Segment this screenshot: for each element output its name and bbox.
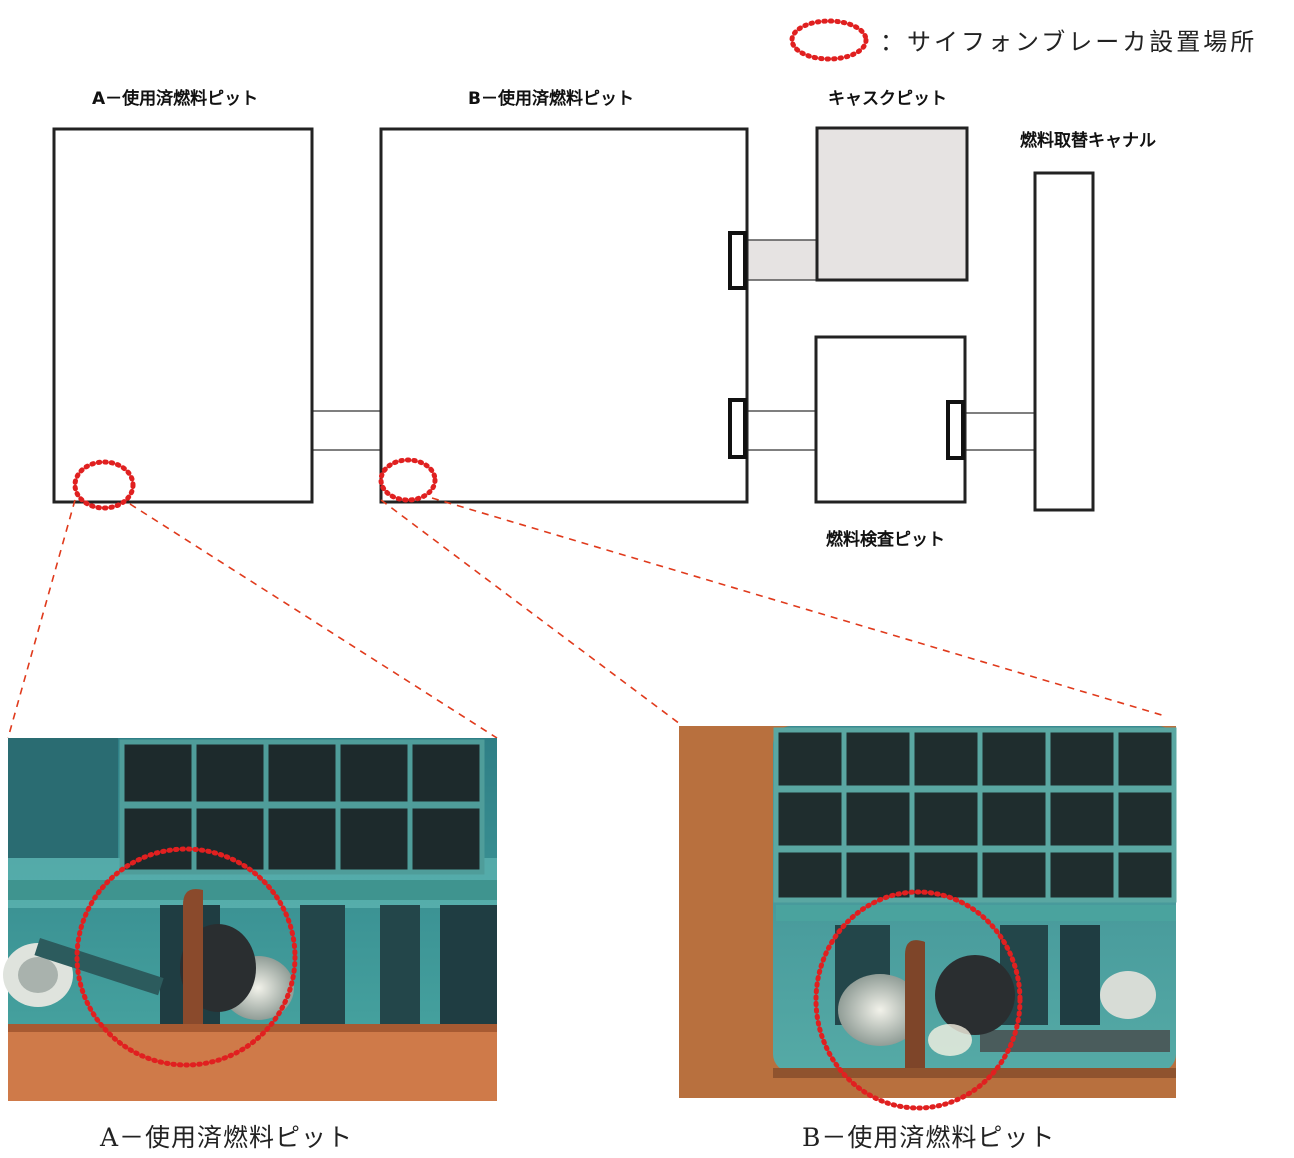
siphon-marker-pit-a: [72, 459, 136, 511]
pit-b-label: B－使用済燃料ピット: [468, 88, 634, 109]
canal-label: 燃料取替キャナル: [1020, 130, 1156, 151]
channel-a-b: [311, 410, 382, 451]
siphon-circle-photo-b: [813, 889, 1023, 1111]
gate-b-cask: [728, 231, 747, 290]
channel-inspection-canal: [962, 412, 1036, 451]
leader-a-left: [7, 499, 76, 739]
photo-pit-b: [679, 726, 1177, 1111]
siphon-marker-pit-b: [378, 457, 438, 503]
inspection-pit-label: 燃料検査ピット: [826, 529, 945, 550]
inspection-pit: [814, 335, 967, 504]
cask-pit: [815, 126, 969, 282]
siphon-circle-photo-a: [74, 846, 298, 1068]
cask-pit-label: キャスクピット: [828, 89, 947, 109]
fuel-transfer-canal: [1033, 171, 1095, 512]
legend: ：サイフォンブレーカ設置場所: [789, 18, 1257, 62]
leader-b-left: [380, 499, 681, 725]
photo-b-caption: B－使用済燃料ピット: [802, 1123, 1055, 1152]
pit-a: [52, 127, 314, 504]
leader-a-right: [129, 503, 498, 739]
gate-inspection-canal: [946, 400, 965, 460]
channel-b-cask: [744, 239, 818, 281]
fuel-rack-grid-b: [773, 727, 1177, 903]
gate-b-inspection: [728, 398, 747, 459]
leader-b-right: [431, 497, 1166, 717]
photo-pit-a: [3, 738, 497, 1101]
fuel-rack-grid-a: [119, 739, 485, 875]
pit-a-label: A－使用済燃料ピット: [92, 88, 258, 109]
photo-a-caption: A－使用済燃料ピット: [99, 1123, 353, 1152]
legend-siphon-marker: [789, 18, 869, 62]
legend-text: ：サイフォンブレーカ設置場所: [880, 28, 1257, 56]
pit-b: [379, 127, 749, 504]
channel-b-inspection: [744, 410, 817, 451]
